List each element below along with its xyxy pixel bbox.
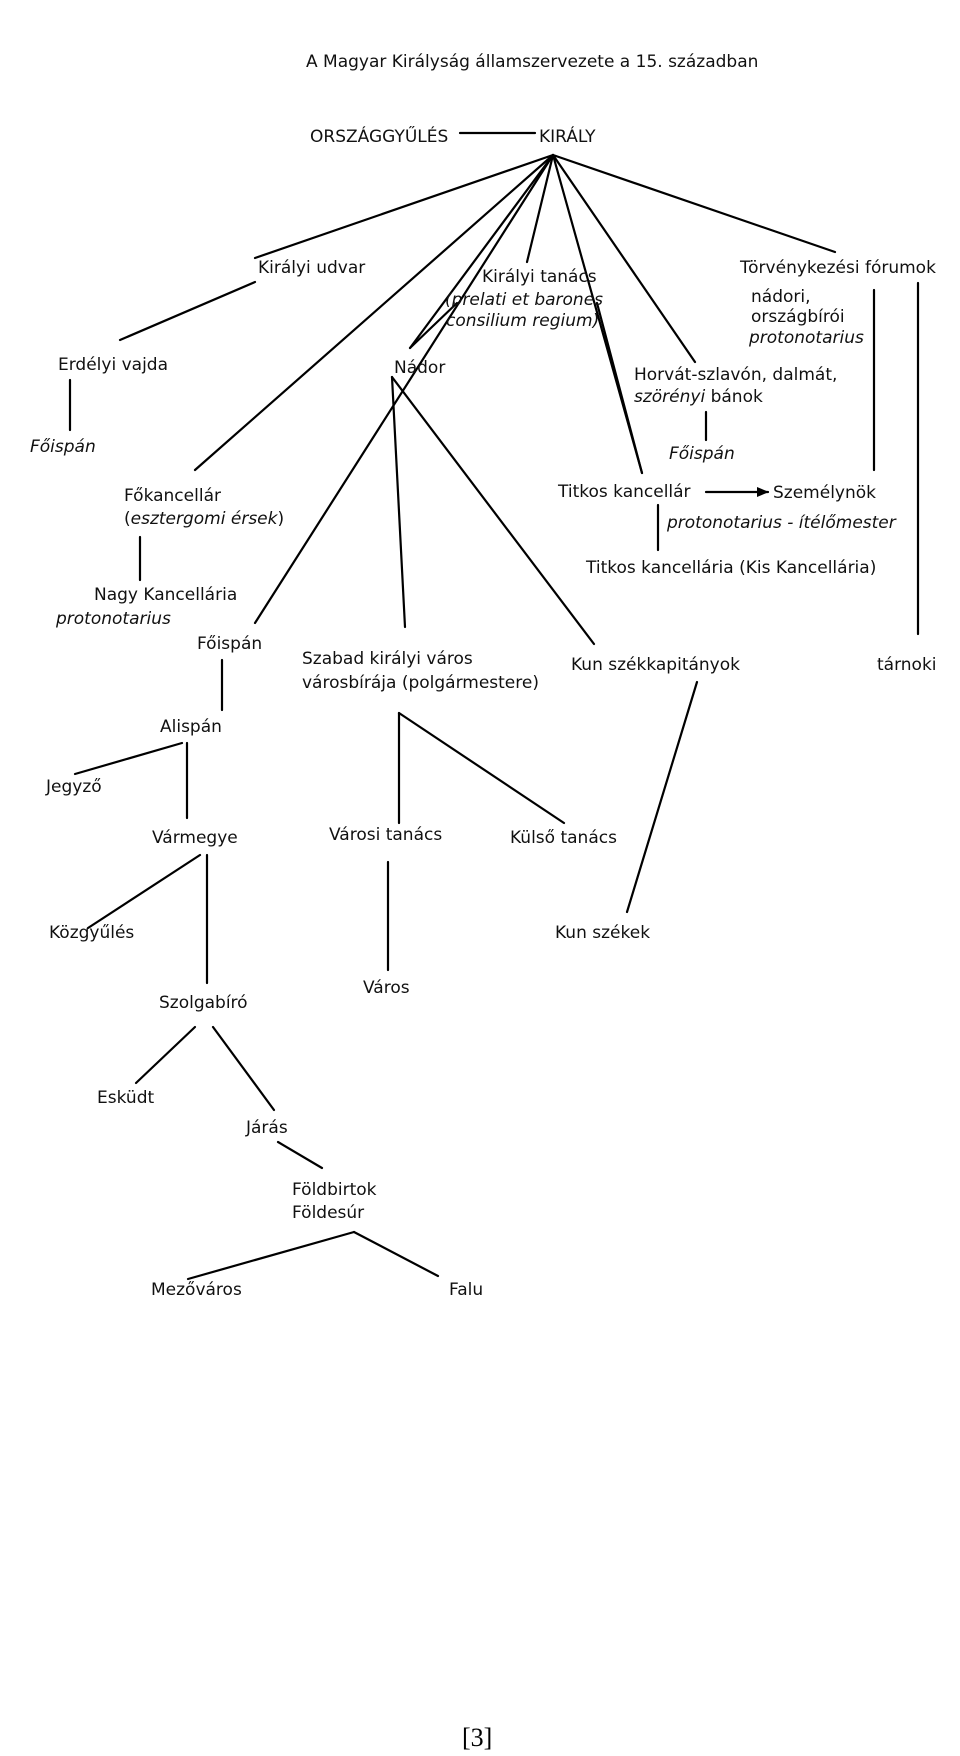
node-kiralyi-tanacs-note-2: consilium regium) bbox=[446, 311, 599, 331]
edge-szolgabiro-jaras bbox=[211, 1025, 276, 1112]
node-kiralyi-tanacs: Királyi tanács bbox=[482, 267, 597, 287]
reference-number: [3] bbox=[462, 1723, 492, 1752]
edge-szolgabiro-eskudt bbox=[134, 1025, 197, 1085]
edge-foldbirtok-falu bbox=[352, 1230, 440, 1278]
node-foldbirtok: Földbirtok bbox=[292, 1180, 377, 1200]
node-jegyzo: Jegyző bbox=[45, 777, 102, 797]
node-szabad-kiralyi-varos: Szabad királyi város bbox=[302, 649, 473, 669]
node-kulso-tanacs: Külső tanács bbox=[510, 828, 617, 848]
node-jaras: Járás bbox=[245, 1118, 288, 1138]
node-orszaggyules: ORSZÁGGYŰLÉS bbox=[310, 125, 448, 147]
edge-kiraly-horvat bbox=[551, 153, 697, 364]
node-kiralyi-tanacs-note-1: (prelati et barones bbox=[445, 290, 603, 310]
node-kiralyi-udvar: Királyi udvar bbox=[258, 258, 365, 278]
node-kun-szekkapitanyok: Kun székkapitányok bbox=[571, 655, 740, 675]
edge-tanacs-right bbox=[595, 301, 644, 475]
edge-kiraly-fokancellar bbox=[193, 153, 555, 472]
node-foldesur: Földesúr bbox=[292, 1203, 364, 1223]
edge-nador-varos bbox=[390, 375, 407, 629]
node-fokancellar: Főkancellár bbox=[124, 486, 221, 506]
labels: A Magyar Királyság államszervezete a 15.… bbox=[30, 52, 937, 1752]
edge-kiraly-kiralyi-tanacs bbox=[525, 153, 555, 264]
node-horvat-2-italic: szörényi bbox=[634, 387, 705, 407]
edge-alispan-jegyzo bbox=[73, 741, 184, 776]
edge-udvar-erdely bbox=[118, 280, 257, 342]
node-varosi-tanacs: Városi tanács bbox=[329, 825, 442, 845]
edge-kun-kun-szekek bbox=[625, 680, 699, 914]
node-mezovaros: Mezőváros bbox=[151, 1280, 242, 1300]
node-nagy-kancellaria: Nagy Kancellária bbox=[94, 585, 237, 605]
edge-tanacs-left bbox=[408, 301, 459, 350]
node-eskudt: Esküdt bbox=[97, 1088, 154, 1108]
node-titkos-kancellaria: Titkos kancellária (Kis Kancellária) bbox=[585, 558, 876, 578]
edge-varmegye-kozgyules bbox=[86, 853, 202, 930]
edge-jaras-foldbirtok bbox=[276, 1140, 324, 1170]
edge-kiraly-torvenykezes bbox=[551, 153, 837, 254]
node-horvat-1: Horvát-szlavón, dalmát, bbox=[634, 365, 837, 385]
node-foispan-megye: Főispán bbox=[197, 634, 262, 654]
node-nador: Nádor bbox=[394, 358, 445, 378]
node-erdelyi-vajda: Erdélyi vajda bbox=[58, 355, 168, 375]
node-szemelynok: Személynök bbox=[773, 483, 876, 503]
node-fokancellar-esztergom: esztergomi érsek bbox=[131, 509, 279, 529]
node-tarnoki: tárnoki bbox=[877, 655, 937, 675]
node-nadori: nádori, bbox=[751, 287, 811, 307]
node-orszagbiroi: országbírói bbox=[751, 307, 845, 327]
node-varos: Város bbox=[363, 978, 410, 998]
node-nadori-protonotarius: protonotarius bbox=[748, 328, 864, 348]
node-kozgyules: Közgyűlés bbox=[49, 923, 134, 943]
edge-varos-kulso-tanacs bbox=[397, 711, 566, 825]
node-szolgabiro: Szolgabíró bbox=[159, 993, 248, 1013]
node-foispan-horvat: Főispán bbox=[669, 444, 735, 464]
edge-kiraly-nador bbox=[408, 153, 555, 350]
node-torvenykezesi-forumok: Törvénykezési fórumok bbox=[739, 258, 936, 278]
node-alispan: Alispán bbox=[160, 717, 222, 737]
node-nagy-kancellaria-protonotarius: protonotarius bbox=[55, 609, 171, 629]
node-kiraly: KIRÁLY bbox=[539, 125, 596, 147]
edge-foldbirtok-mezovaros bbox=[186, 1230, 356, 1281]
connectors bbox=[68, 131, 920, 1281]
node-foispan-erdely: Főispán bbox=[30, 437, 96, 457]
node-varmegye: Vármegye bbox=[152, 828, 238, 848]
edge-nador-kun bbox=[390, 375, 596, 646]
node-fokancellar-note: (esztergomi érsek) bbox=[124, 509, 284, 529]
node-horvat-2: szörényi bánok bbox=[634, 387, 763, 407]
edge-kiraly-foispan-megye bbox=[253, 153, 555, 625]
node-titkos-kancellar: Titkos kancellár bbox=[557, 482, 691, 502]
node-varosbiraja: városbírája (polgármestere) bbox=[302, 673, 539, 693]
node-falu: Falu bbox=[449, 1280, 483, 1300]
node-protonotarius-itelomester: protonotarius - ítélőmester bbox=[666, 513, 897, 533]
diagram-title: A Magyar Királyság államszervezete a 15.… bbox=[306, 52, 758, 72]
node-kun-szekek: Kun székek bbox=[555, 923, 650, 943]
edge-kiraly-kiralyi-udvar bbox=[253, 153, 555, 260]
node-horvat-2-rest: bánok bbox=[711, 387, 763, 407]
